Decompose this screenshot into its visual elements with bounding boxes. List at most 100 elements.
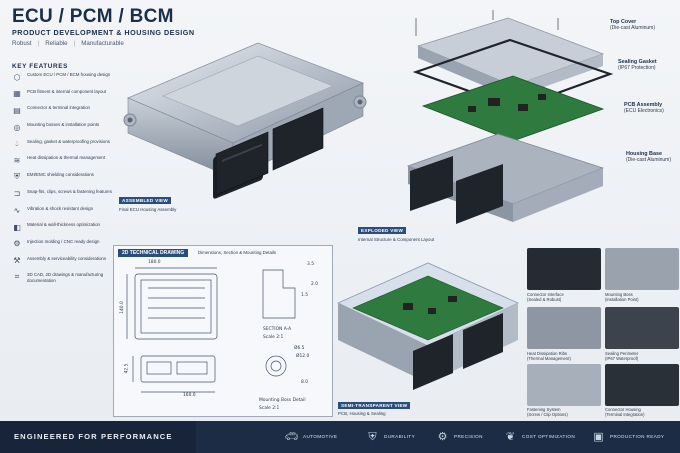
- label-top-cover: Top Cover(Die-cast Aluminum): [610, 19, 655, 31]
- heat-icon: ≋: [13, 155, 21, 165]
- dim-diameter-2: Ø12.0: [296, 354, 310, 359]
- thumb-connector-interface: [527, 248, 601, 290]
- boss-label: Mounting Boss Detail: [259, 398, 306, 403]
- feature-text: Material & wall-thickness optimization: [27, 222, 100, 228]
- feature-item: ≋ Heat dissipation & thermal management: [12, 155, 112, 170]
- cad-icon: ⌗: [14, 272, 20, 282]
- thumb-sub: (Terminal Integration): [605, 412, 645, 417]
- thumb-caption: Connector Interface(Sealed & Robust): [527, 292, 564, 302]
- assembled-ecu-illustration: [123, 42, 367, 199]
- dim-section-3: 1.5: [301, 293, 308, 298]
- feature-text: Assembly & serviceability considerations: [27, 255, 107, 261]
- assembly-icon: ⚒: [13, 256, 21, 266]
- feature-text: Mounting bosses & installation points: [27, 122, 100, 128]
- thumb-fastening-system: [527, 364, 601, 406]
- feature-text: Heat dissipation & thermal management: [27, 155, 106, 161]
- exploded-ecu-illustration: [406, 10, 614, 224]
- footer-bar: ENGINEERED FOR PERFORMANCE 🚗︎AUTOMOTIVE …: [0, 421, 680, 453]
- tag-reliable: Reliable: [45, 40, 68, 47]
- dim-boss-height: 8.0: [301, 380, 308, 385]
- thumb-sub: (Installation Point): [605, 297, 639, 302]
- dim-width-bottom: 160.0: [183, 393, 196, 398]
- footer-item-durability: ⛨ DURABILITY: [366, 430, 415, 443]
- label-title: Housing Base: [626, 151, 662, 157]
- technical-drawing-lines: [126, 267, 296, 393]
- footer-item-label: AUTOMOTIVE: [303, 434, 338, 439]
- vibration-icon: ∿: [13, 206, 21, 215]
- tag-manufacturable: Manufacturable: [81, 40, 124, 47]
- feature-item: ◧ Material & wall-thickness optimization: [12, 222, 112, 237]
- label-sub: (Die-cast Aluminum): [610, 25, 656, 31]
- dim-diameter-1: Ø6.5: [294, 346, 305, 351]
- feature-text: Connector & terminal integration: [27, 105, 90, 111]
- dim-height-side: 42.5: [124, 363, 130, 374]
- feature-text: Vibration & shock resistant design: [27, 205, 94, 211]
- page-title: ECU / PCM / BCM: [12, 6, 174, 27]
- connector-icon: ▤: [13, 105, 21, 115]
- tag-divider: |: [37, 40, 40, 47]
- gear-icon: ⚙: [437, 430, 448, 443]
- dim-section-1: 3.5: [307, 262, 314, 267]
- mold-icon: ⚙: [13, 239, 21, 249]
- thumb-title: Connector Housing: [605, 407, 641, 412]
- boss-scale: Scale 2:1: [259, 406, 280, 411]
- thumb-sealing-perimeter: [605, 307, 679, 349]
- label-sub: (Die-cast Aluminum): [626, 157, 672, 163]
- semi-transparent-caption: PCB, Housing & Sealing: [338, 411, 386, 416]
- feature-text: Custom ECU / PCM / BCM housing design: [27, 72, 111, 77]
- section-label: SECTION A-A: [263, 327, 292, 332]
- thumb-caption: Sealing Perimeter(IP67 Waterproof): [605, 351, 638, 361]
- feature-item: ⬡Custom ECU / PCM / BCM housing design: [12, 72, 112, 87]
- shield-icon: ⛨: [14, 172, 20, 182]
- dim-section-2: 2.0: [311, 282, 318, 287]
- car-icon: 🚗︎: [284, 430, 299, 443]
- thumb-connector-housing: [605, 364, 679, 406]
- feature-text: Injection molding / CNC ready design: [27, 238, 100, 244]
- section-scale: Scale 2:1: [263, 335, 284, 340]
- footer-item-precision: ⚙ PRECISION: [436, 430, 483, 443]
- assembled-view-tag: ASSEMBLED VIEW: [119, 197, 172, 204]
- thumb-title: Fastening System: [527, 407, 561, 412]
- thumb-mounting-boss: [605, 248, 679, 290]
- feature-item: 💧︎ Sealing, gasket & waterproofing provis…: [12, 139, 112, 154]
- label-sub: (ECU Electronics): [624, 108, 664, 114]
- exploded-view-tag: EXPLODED VIEW: [358, 227, 407, 234]
- exploded-view-caption: Internal Structure & Component Layout: [358, 237, 435, 242]
- footer-item-cost: ❦ COST OPTIMIZATION: [504, 430, 575, 443]
- footer-item-label: PRODUCTION READY: [610, 434, 665, 439]
- shield-check-icon: ⛨: [368, 429, 377, 443]
- feature-text: 3D CAD, 2D drawings & manufacturing docu…: [27, 272, 104, 283]
- footer-item-label: DURABILITY: [384, 434, 416, 439]
- leaf-icon: ❦: [505, 430, 516, 443]
- thumb-title: Connector Interface: [527, 292, 564, 297]
- water-drop-icon: 💧︎: [15, 138, 19, 148]
- semi-transparent-tag: SEMI-TRANSPARENT VIEW: [338, 402, 411, 409]
- material-icon: ◧: [13, 222, 21, 232]
- tagline: Robust | Reliable | Manufacturable: [12, 40, 124, 47]
- dim-width-top: 180.0: [148, 260, 161, 265]
- technical-drawing-caption: Dimensions, Section & Mounting Details: [198, 250, 277, 255]
- feature-item: ⊐Snap-fits, clips, screws & fastening fe…: [12, 189, 112, 204]
- thumb-caption: Heat Dissipation Ribs(Thermal Management…: [527, 351, 571, 361]
- thumb-heat-ribs: [527, 307, 601, 349]
- label-title: Top Cover: [610, 19, 637, 25]
- thumb-sub: (IP67 Waterproof): [605, 356, 639, 361]
- feature-item: ⛨EMI/EMC shielding considerations: [12, 172, 112, 187]
- pcb-icon: ▦: [13, 89, 21, 99]
- technical-drawing-tag: 2D TECHNICAL DRAWING: [118, 249, 189, 257]
- feature-item: ∿ Vibration & shock resistant design: [12, 206, 112, 221]
- footer-item-label: PRECISION: [454, 434, 483, 439]
- footer-item-label: COST OPTIMIZATION: [522, 434, 576, 439]
- feature-item: ⚒ Assembly & serviceability consideration…: [12, 256, 112, 271]
- tag-divider: |: [73, 40, 76, 47]
- label-sub: (IP67 Protection): [618, 65, 656, 71]
- dim-height-left: 140.0: [119, 301, 125, 314]
- thumb-sub: (Sealed & Robust): [527, 297, 562, 302]
- thumb-sub: (Thermal Management): [527, 356, 571, 361]
- thumb-sub: (Screw / Clip Options): [527, 412, 568, 417]
- assembled-view-caption: Final ECU Housing Assembly: [119, 207, 177, 212]
- key-features-title: KEY FEATURES: [12, 63, 68, 70]
- feature-item: ⚙ Injection molding / CNC ready design: [12, 239, 112, 254]
- feature-text: Sealing, gasket & waterproofing provisio…: [27, 138, 110, 144]
- feature-item: ⌗ 3D CAD, 2D drawings & manufacturing doc…: [12, 272, 112, 287]
